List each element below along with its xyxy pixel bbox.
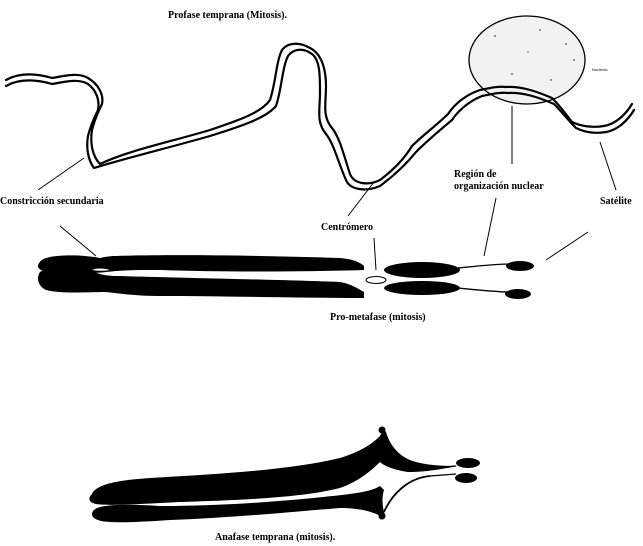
anaphase-nor-stalk (430, 466, 456, 476)
anaphase-inner-edge (384, 434, 430, 512)
prometaphase-long-arm-upper (38, 255, 364, 273)
prometaphase-chromosome (38, 255, 534, 299)
satellite-lower (505, 289, 531, 299)
nor-pointer-lower (484, 198, 496, 256)
anaphase-satellite-upper (456, 458, 480, 468)
nor-stalk-upper (458, 264, 510, 268)
nor-label-line1: Región de (454, 169, 497, 180)
centromere-pointer-lower (374, 238, 376, 270)
prometaphase-short-arm-lower (384, 281, 460, 295)
satellite-pointer-lower (546, 232, 588, 260)
anaphase-satellite-lower (455, 473, 477, 483)
anaphase-centromere-top (379, 427, 386, 434)
nor-label-line2: organización nuclear (454, 181, 544, 192)
secondary-constriction-pointer-upper (38, 158, 84, 190)
anaphase-chromatid-upper (89, 431, 466, 505)
nor-stalk-lower (458, 288, 510, 292)
centromere-label: Centrómero (321, 222, 373, 233)
prometaphase-title: Pro-metafase (mitosis) (330, 312, 426, 323)
secondary-constriction-label: Constricción secundaria (0, 196, 104, 207)
anaphase-title: Anafase temprana (mitosis). (215, 532, 336, 543)
prometaphase-short-arm-upper (384, 262, 460, 278)
satellite-label: Satélite (600, 196, 632, 207)
anaphase-chromosome (89, 427, 480, 523)
satellite-pointer-upper (600, 142, 616, 190)
prophase-title: Profase temprana (Mitosis). (168, 10, 287, 21)
anaphase-centromere-bottom (379, 513, 386, 520)
satellite-upper (506, 261, 534, 271)
nucleolus-label: Nucleolo (592, 67, 608, 72)
nucleolus (469, 16, 585, 104)
prometaphase-long-arm-lower (38, 270, 364, 298)
prometaphase-centromere (366, 277, 386, 284)
secondary-constriction-pointer-lower (60, 226, 96, 256)
